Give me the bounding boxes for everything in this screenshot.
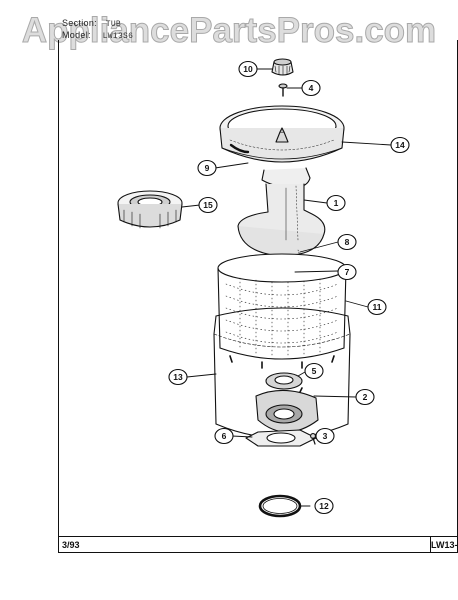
- callout-1: 1: [326, 194, 346, 212]
- callout-11: 11: [367, 298, 387, 316]
- callout-6-badge: [214, 427, 234, 445]
- callout-3-label: 3: [323, 431, 328, 441]
- callout-7-badge: [337, 263, 357, 281]
- callout-14-badge: [390, 136, 410, 154]
- callout-2-label: 2: [363, 392, 368, 402]
- section-value: TUB: [105, 20, 122, 29]
- part-1-agitator: [237, 167, 326, 257]
- callout-4: 4: [301, 79, 321, 97]
- callout-15-label: 15: [203, 200, 213, 210]
- section-label-row: Section: TUB: [62, 18, 121, 30]
- footer-divider: [430, 536, 431, 552]
- callout-10-badge: [238, 60, 258, 78]
- callout-11-badge: [367, 298, 387, 316]
- model-value: LW13S6: [102, 32, 134, 41]
- part-3-screw: [310, 433, 316, 445]
- section-label: Section:: [62, 18, 97, 28]
- callout-1-label: 1: [334, 198, 339, 208]
- part-6-plate: [245, 429, 317, 447]
- footer-code: LW13-: [431, 540, 458, 550]
- model-label: Model:: [62, 30, 91, 40]
- model-label-row: Model: LW13S6: [62, 30, 133, 42]
- callout-9-label: 9: [205, 163, 210, 173]
- part-10-softener-cap: [271, 58, 294, 76]
- callout-8-label: 8: [345, 237, 350, 247]
- callout-8-badge: [337, 233, 357, 251]
- callout-11-label: 11: [373, 302, 382, 312]
- callout-6-label: 6: [222, 431, 227, 441]
- callout-4-badge: [301, 79, 321, 97]
- callout-8: 8: [337, 233, 357, 251]
- part-13-outer-tub: [213, 307, 351, 439]
- callout-13: 13: [168, 368, 188, 386]
- callout-15: 15: [198, 196, 218, 214]
- callout-3: 3: [315, 427, 335, 445]
- callout-12-badge: [314, 497, 334, 515]
- callout-15-badge: [198, 196, 218, 214]
- callout-9: 9: [197, 159, 217, 177]
- callout-7: 7: [337, 263, 357, 281]
- part-14-tub-ring: [219, 105, 345, 163]
- part-15-dispenser: [117, 190, 183, 229]
- callout-5-badge: [304, 362, 324, 380]
- callout-9-badge: [197, 159, 217, 177]
- callout-13-label: 13: [173, 372, 183, 382]
- callout-14: 14: [390, 136, 410, 154]
- callout-4-label: 4: [309, 83, 314, 93]
- callout-1-badge: [326, 194, 346, 212]
- callout-5-label: 5: [312, 366, 317, 376]
- watermark-logo: AppliancePartsPros.com: [21, 11, 436, 51]
- callout-14-label: 14: [395, 140, 405, 150]
- callout-3-badge: [315, 427, 335, 445]
- callout-2: 2: [355, 388, 375, 406]
- frame-left-line: [58, 40, 59, 552]
- watermark-text: AppliancePartsPros.com: [22, 11, 436, 50]
- callout-10: 10: [238, 60, 258, 78]
- callout-5: 5: [304, 362, 324, 380]
- callout-7-label: 7: [345, 267, 350, 277]
- callout-10-label: 10: [243, 64, 253, 74]
- footer-date: 3/93: [62, 540, 80, 550]
- frame-bottom-line-2: [58, 552, 458, 553]
- part-11-basket: [217, 253, 347, 360]
- callout-12-label: 12: [319, 501, 329, 511]
- callout-13-badge: [168, 368, 188, 386]
- callout-6: 6: [214, 427, 234, 445]
- callout-2-badge: [355, 388, 375, 406]
- frame-bottom-line: [58, 536, 458, 537]
- part-4-bolt: [278, 83, 288, 97]
- callout-12: 12: [314, 497, 334, 515]
